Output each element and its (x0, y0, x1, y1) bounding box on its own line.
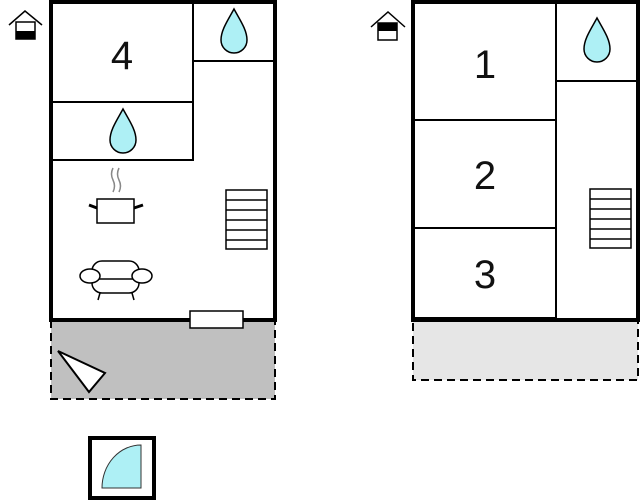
upper-floor-plan: 1 2 3 (370, 0, 640, 381)
house-level-icon (370, 10, 406, 41)
stove-icon (88, 167, 144, 224)
bathroom-top (192, 2, 275, 62)
water-drop-icon (220, 7, 248, 54)
room-label-4: 4 (111, 34, 133, 78)
room-label-1: 1 (474, 43, 496, 87)
water-drop-icon (583, 16, 611, 63)
house-level-icon (8, 10, 43, 40)
stairs-icon (225, 189, 268, 250)
room-label-2: 2 (474, 154, 496, 198)
sofa-icon (79, 260, 153, 301)
stairs-icon (589, 188, 632, 249)
terrace (412, 319, 639, 381)
pool-icon (88, 436, 156, 500)
entrance-door (189, 310, 244, 329)
room-label-3: 3 (474, 253, 496, 297)
bathroom (555, 2, 638, 82)
ground-floor-plan: 4 (8, 0, 277, 400)
sun-lounger-icon (57, 350, 107, 394)
water-drop-icon (109, 107, 137, 154)
bathroom-middle (51, 101, 194, 161)
